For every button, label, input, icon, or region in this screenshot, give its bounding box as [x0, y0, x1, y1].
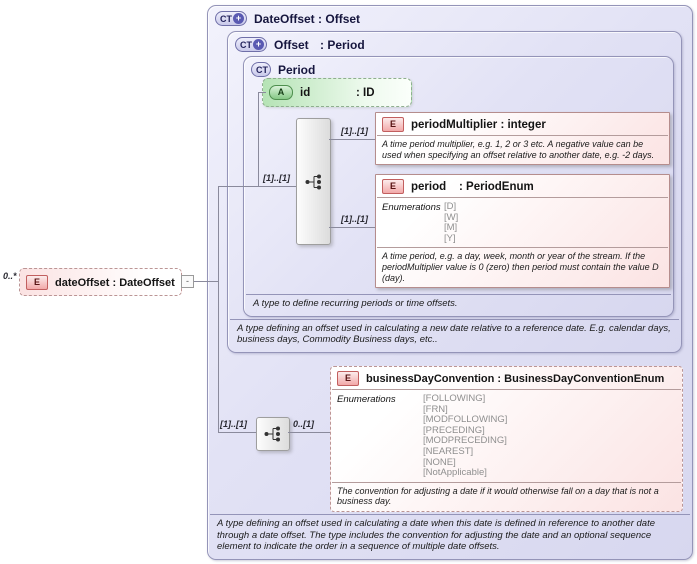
enumeration-value: [M] [444, 222, 458, 234]
enumeration-values: [D] [W] [M] [Y] [444, 201, 459, 244]
connector-line [329, 139, 375, 140]
box-title: Offset: Period [274, 37, 365, 52]
divider [377, 247, 668, 249]
enumerations-label: Enumerations [382, 202, 441, 213]
connector-line [258, 92, 259, 186]
divider [377, 135, 668, 136]
attribute-id[interactable]: A id: ID [262, 78, 412, 107]
enumeration-values: [FOLLOWING] [FRN] [MODFOLLOWING] [PRECED… [423, 393, 508, 479]
expand-plus-icon[interactable]: + [233, 13, 244, 24]
offset-type-description: A type defining an offset used in calcul… [230, 318, 679, 350]
period-enumerations: Enumerations [D] [W] [M] [Y] [376, 198, 669, 247]
attribute-icon: A [269, 85, 293, 100]
complextype-icon: CT + [235, 37, 267, 52]
connector-line [329, 227, 375, 228]
element-periodmultiplier[interactable]: E periodMultiplier : integer A time peri… [375, 112, 670, 166]
cardinality-label: 0..* [3, 271, 17, 281]
dateoffset-type-description: A type defining an offset used in calcul… [210, 514, 690, 557]
element-icon: E [26, 275, 48, 290]
sequence-icon [264, 426, 280, 442]
connector-line [258, 92, 266, 93]
periodmultiplier-description: A time period multiplier, e.g. 1, 2 or 3… [382, 139, 655, 160]
connector-line [218, 186, 219, 433]
bdc-enumerations: Enumerations [FOLLOWING] [FRN] [MODFOLLO… [331, 390, 682, 482]
enumeration-value: [FOLLOWING] [423, 393, 486, 404]
cardinality-label: [1]..[1] [220, 419, 247, 429]
enumeration-value: [W] [444, 211, 459, 223]
enumeration-value: [MODPRECEDING] [423, 435, 507, 447]
element-label: dateOffset : DateOffset [55, 276, 175, 289]
enumeration-value: [D] [444, 201, 457, 212]
element-icon: E [382, 179, 404, 194]
element-dateoffset[interactable]: E dateOffset : DateOffset [19, 268, 182, 296]
sequence-icon [305, 174, 321, 189]
divider [377, 197, 668, 198]
complextype-period-header: CT Period [251, 62, 315, 77]
cardinality-label: [1]..[1] [341, 126, 368, 136]
element-label: periodMultiplier : integer [411, 118, 546, 131]
element-label: period: PeriodEnum [411, 180, 534, 193]
divider [332, 481, 681, 483]
enumeration-value: [PRECEDING] [423, 424, 485, 436]
enumeration-value: [NONE] [423, 456, 456, 468]
element-period[interactable]: E period: PeriodEnum Enumerations [D] [W… [375, 174, 670, 289]
element-label: businessDayConvention : BusinessDayConve… [366, 372, 665, 385]
enumerations-label: Enumerations [337, 394, 396, 405]
sequence-compositor[interactable] [296, 118, 331, 245]
cardinality-label: 0..[1] [293, 419, 315, 429]
period-description: A time period, e.g. a day, week, month o… [382, 251, 659, 283]
ct-badge-text: CT [256, 64, 268, 75]
enumeration-value: [FRN] [423, 403, 448, 415]
box-title: Period [278, 62, 316, 77]
connector-line [218, 186, 296, 187]
period-type-description: A type to define recurring periods or ti… [246, 294, 671, 314]
complextype-dateoffset-header: CT + DateOffset : Offset [215, 11, 360, 26]
complextype-icon: CT + [215, 11, 247, 26]
enumeration-value: [Y] [444, 232, 456, 244]
connector-line [194, 281, 218, 282]
collapse-toggle[interactable]: - [181, 275, 194, 288]
enumeration-value: [NotApplicable] [423, 467, 487, 479]
element-icon: E [382, 117, 404, 132]
expand-plus-icon[interactable]: + [253, 39, 264, 50]
cardinality-label: [1]..[1] [263, 173, 290, 183]
element-businessdayconvention[interactable]: E businessDayConvention : BusinessDayCon… [330, 366, 683, 512]
cardinality-label: [1]..[1] [341, 214, 368, 224]
element-icon: E [337, 371, 359, 386]
complextype-icon: CT [251, 62, 271, 77]
enumeration-value: [NEAREST] [423, 445, 474, 457]
ct-badge-text: CT [240, 39, 252, 50]
divider [332, 389, 681, 390]
box-title: DateOffset : Offset [254, 11, 361, 26]
sequence-compositor[interactable] [256, 417, 290, 451]
connector-line [218, 432, 256, 433]
attribute-label: id: ID [300, 86, 375, 99]
ct-badge-text: CT [220, 13, 232, 24]
complextype-offset-header: CT + Offset: Period [235, 37, 365, 52]
bdc-description: The convention for adjusting a date if i… [337, 485, 659, 507]
connector-line [288, 432, 330, 433]
enumeration-value: [MODFOLLOWING] [423, 414, 508, 426]
